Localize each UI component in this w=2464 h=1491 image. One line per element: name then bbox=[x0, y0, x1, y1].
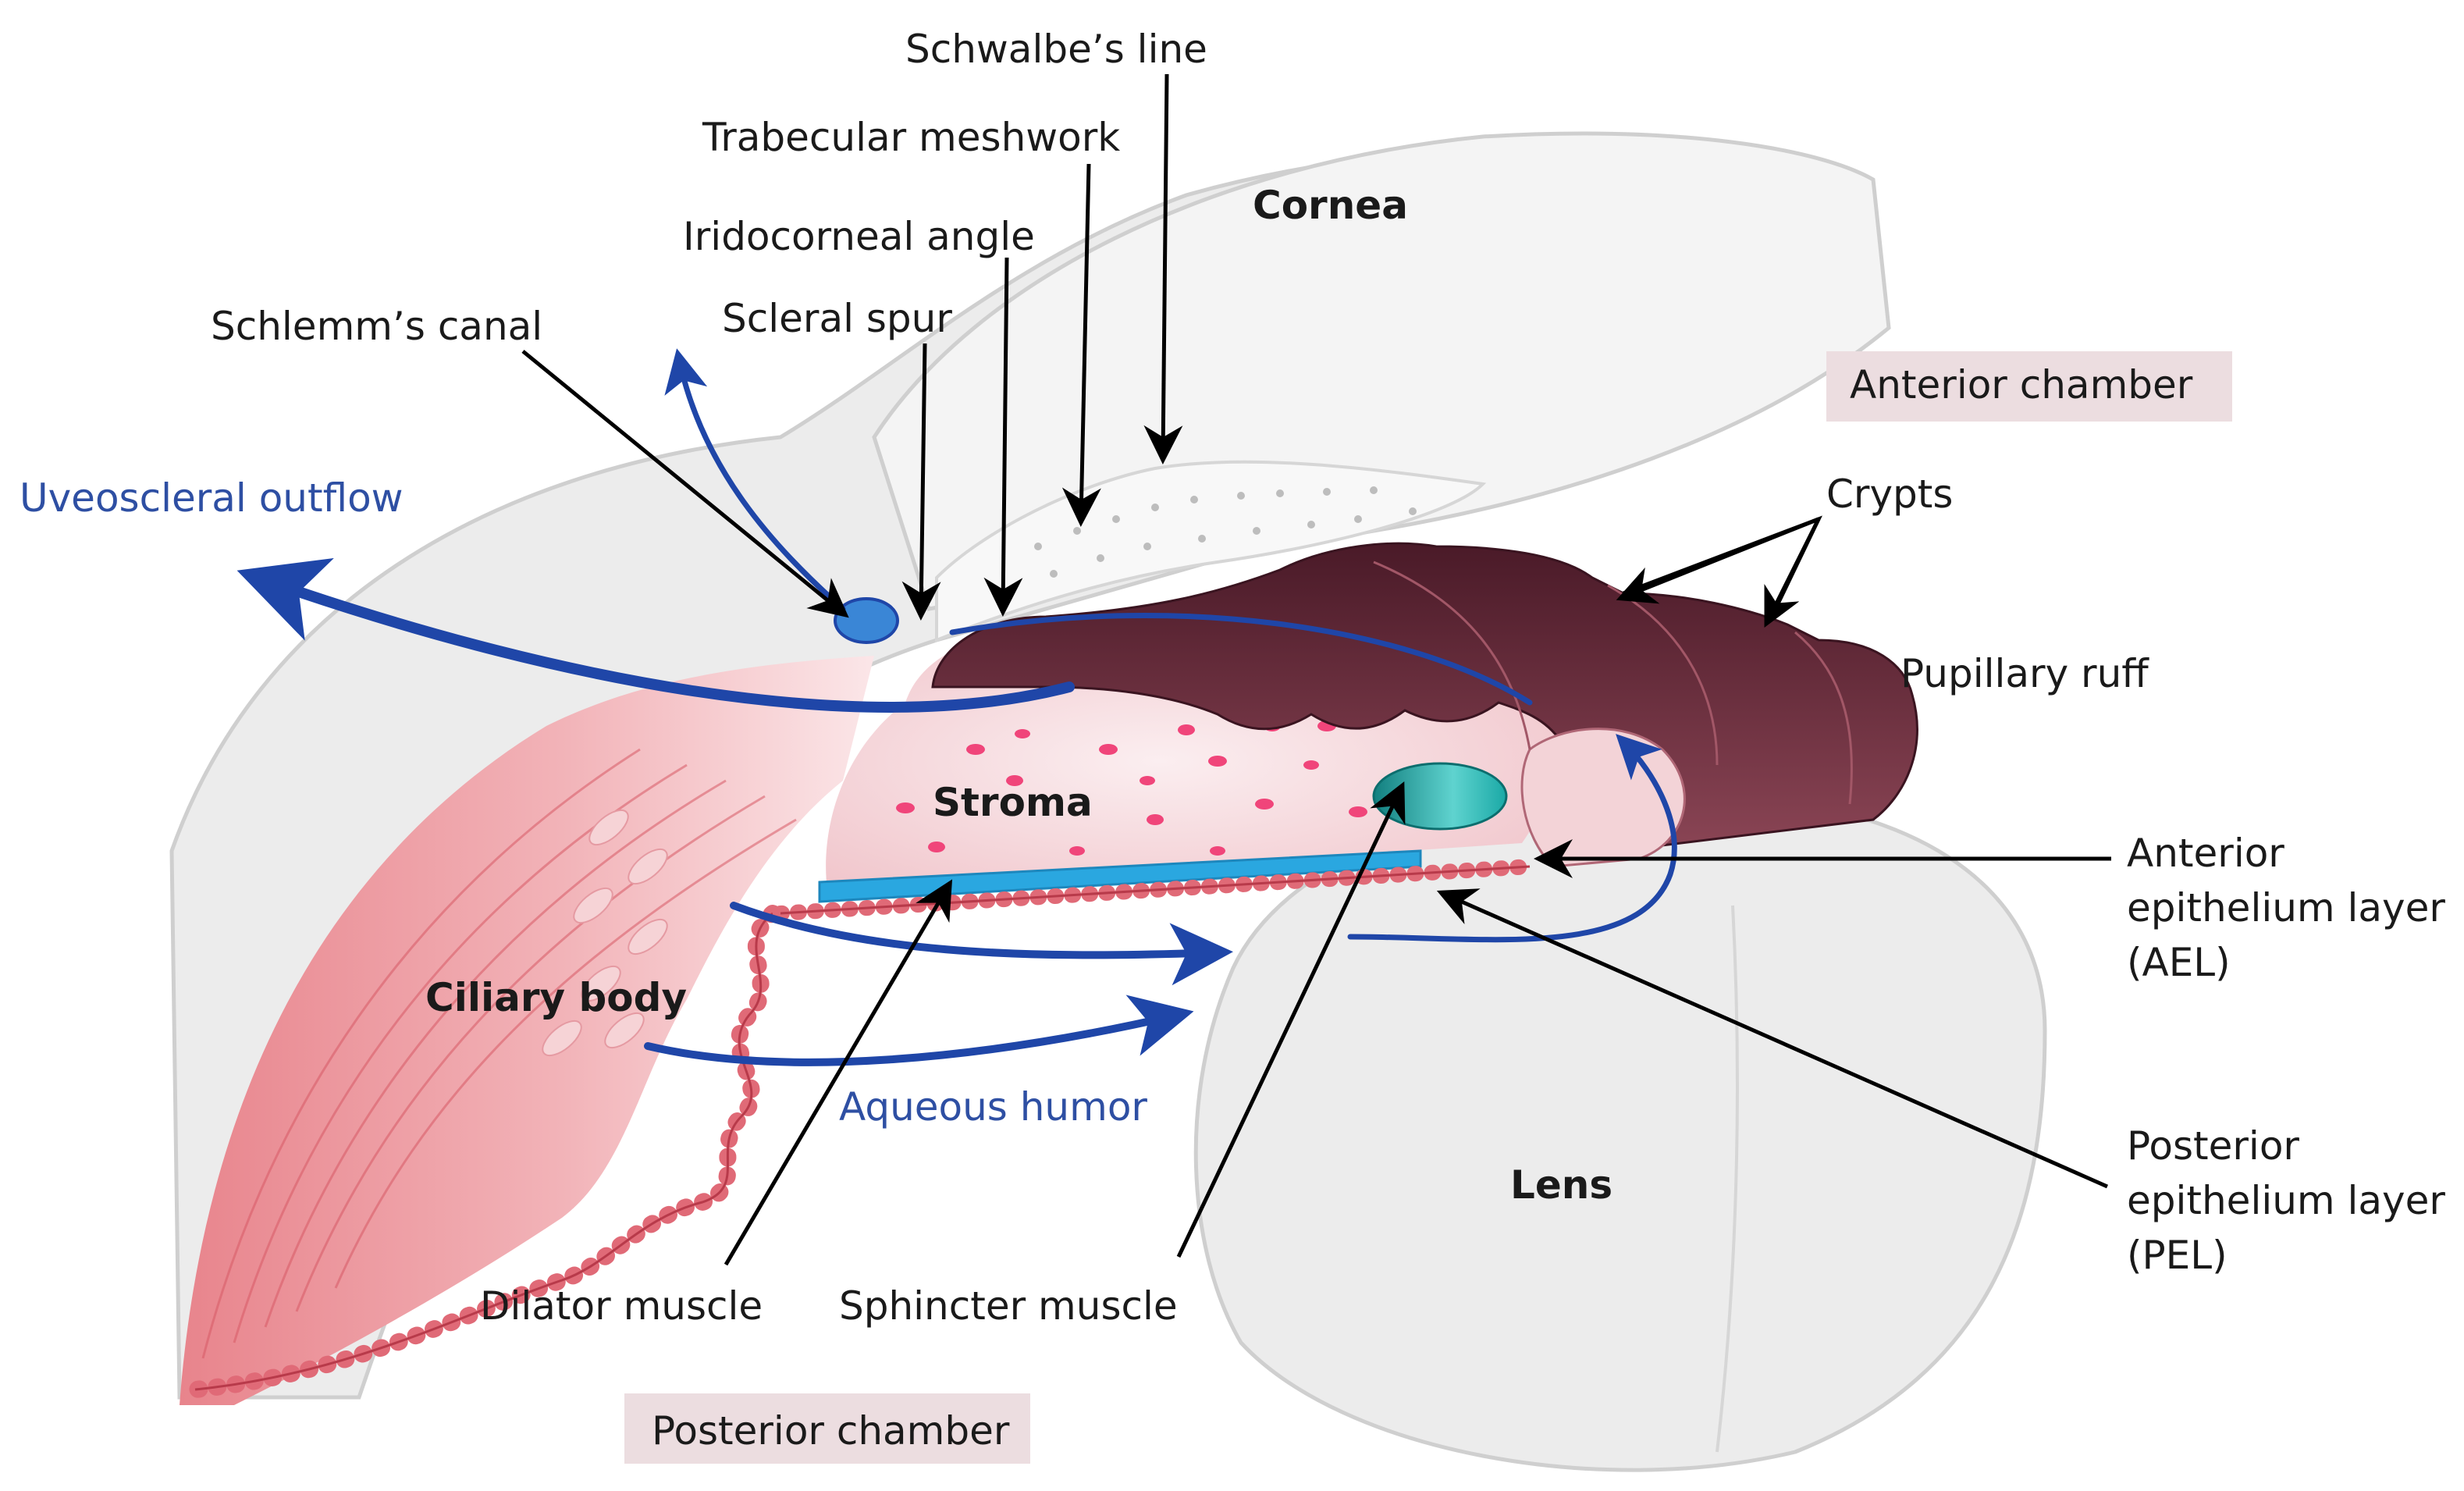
label-anterior-epithelium-3: (AEL) bbox=[2127, 940, 2231, 985]
ciliary-body-shape bbox=[180, 656, 874, 1405]
meshwork-dots bbox=[1034, 486, 1417, 578]
anterior-chamber-box bbox=[1826, 351, 2232, 422]
pointer-trabecular-meshwork bbox=[1061, 163, 1101, 527]
pointer-schwalbes-line bbox=[1143, 73, 1183, 464]
label-posterior-epithelium-2: epithelium layer bbox=[2127, 1178, 2445, 1223]
label-crypts: Crypts bbox=[1826, 471, 1953, 517]
label-dilator-muscle: Dilator muscle bbox=[480, 1283, 763, 1329]
pupil-flow-arrow bbox=[1347, 734, 1677, 943]
pointer-iridocorneal-angle bbox=[983, 257, 1023, 617]
pointer-scleral-spur bbox=[901, 343, 941, 621]
label-uveoscleral-outflow: Uveoscleral outflow bbox=[20, 475, 404, 521]
label-stroma: Stroma bbox=[933, 780, 1093, 825]
uveoscleral-flow-arrows bbox=[236, 348, 1677, 1066]
label-pupillary-ruff: Pupillary ruff bbox=[1900, 651, 2149, 696]
label-trabecular-meshwork: Trabecular meshwork bbox=[702, 115, 1120, 160]
label-ciliary-body: Ciliary body bbox=[425, 975, 687, 1020]
label-posterior-epithelium-1: Posterior bbox=[2127, 1123, 2299, 1169]
sphincter-muscle-shape bbox=[1372, 762, 1508, 831]
posterior-flow-arrow-lower bbox=[644, 995, 1194, 1066]
label-posterior-chamber: Posterior chamber bbox=[652, 1408, 1010, 1454]
anterior-flow-arrow bbox=[949, 612, 1533, 706]
label-aqueous-humor: Aqueous humor bbox=[839, 1084, 1147, 1130]
posterior-chamber-box bbox=[624, 1393, 1030, 1464]
pointer-lines bbox=[521, 73, 2111, 1266]
label-posterior-epithelium-3: (PEL) bbox=[2127, 1233, 2228, 1278]
label-scleral-spur: Scleral spur bbox=[722, 296, 952, 341]
label-anterior-epithelium-1: Anterior bbox=[2127, 831, 2284, 876]
lens-shape bbox=[1193, 792, 2047, 1472]
label-iridocorneal-angle: Iridocorneal angle bbox=[683, 214, 1035, 259]
label-lens: Lens bbox=[1510, 1162, 1612, 1208]
label-schwalbes-line: Schwalbe’s line bbox=[905, 27, 1207, 72]
pointer-dilator-muscle bbox=[724, 879, 953, 1266]
label-anterior-chamber: Anterior chamber bbox=[1850, 362, 2193, 407]
pointer-schlemms-canal bbox=[521, 350, 849, 618]
uveoscleral-outflow-arrow bbox=[236, 557, 1075, 713]
dilator-muscle-shape bbox=[818, 849, 1422, 903]
label-schlemms-canal: Schlemm’s canal bbox=[211, 304, 542, 349]
schlemms-canal-shape bbox=[834, 597, 899, 644]
ciliary-striations bbox=[201, 748, 797, 1359]
lens-edge bbox=[1716, 905, 1739, 1453]
ciliary-cells bbox=[542, 809, 668, 1057]
posterior-flow-arrow-upper bbox=[730, 902, 1233, 986]
pointer-posterior-epithelium bbox=[1436, 888, 2109, 1189]
label-anterior-epithelium-2: epithelium layer bbox=[2127, 885, 2445, 931]
pointer-sphincter-muscle bbox=[1176, 781, 1406, 1258]
label-sphincter-muscle: Sphincter muscle bbox=[839, 1283, 1178, 1329]
label-cornea: Cornea bbox=[1253, 183, 1408, 228]
